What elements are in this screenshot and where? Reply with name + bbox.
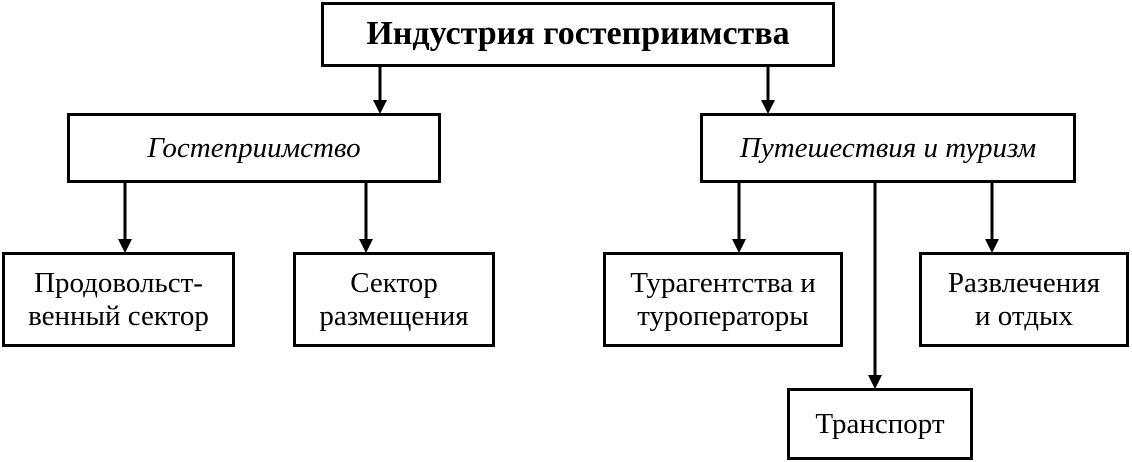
transport-node: Транспорт [787,388,973,460]
root-label: Индустрия гостеприимства [366,15,790,53]
leisure-line-2: и отдых [975,299,1073,332]
root-node: Индустрия гостеприимства [321,2,835,67]
food-sector-line-1: Продовольст- [34,267,203,300]
transport-label: Транспорт [815,407,945,440]
hospitality-node: Гостеприимство [67,113,441,183]
travel-agencies-node: Турагентства и туроператоры [603,252,843,347]
agencies-line-2: туроператоры [637,299,809,332]
accommodation-line-1: Сектор [350,267,438,300]
leisure-line-1: Развлечения [947,267,1101,300]
food-sector-node: Продовольст- венный сектор [2,252,235,347]
agencies-line-1: Турагентства и [630,267,816,300]
hospitality-label: Гостеприимство [147,131,361,164]
accommodation-line-2: размещения [319,299,469,332]
travel-tourism-label: Путешествия и туризм [739,131,1037,164]
accommodation-sector-node: Сектор размещения [293,252,495,347]
leisure-node: Развлечения и отдых [919,252,1129,347]
food-sector-line-2: венный сектор [28,299,209,332]
travel-tourism-node: Путешествия и туризм [700,113,1076,183]
